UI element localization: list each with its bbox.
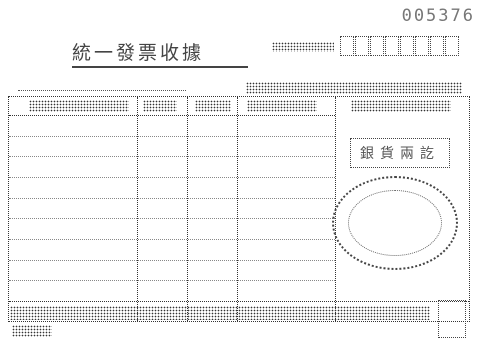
title-underline bbox=[72, 66, 248, 68]
column-divider bbox=[187, 97, 188, 321]
header-name bbox=[29, 100, 129, 112]
number-box bbox=[340, 36, 354, 56]
number-box bbox=[400, 36, 414, 56]
number-box bbox=[370, 36, 384, 56]
number-box bbox=[385, 36, 399, 56]
date-line bbox=[246, 82, 462, 94]
line-items-table bbox=[8, 96, 470, 322]
header-price bbox=[195, 100, 231, 112]
header-notes bbox=[351, 100, 451, 112]
company-seal-inner-ring bbox=[348, 190, 442, 256]
item-row-line bbox=[9, 218, 335, 220]
receiver-label bbox=[12, 325, 52, 337]
header-qty bbox=[143, 100, 177, 112]
receipt-number-boxes bbox=[340, 36, 459, 56]
item-row-line bbox=[9, 239, 335, 240]
header-amount bbox=[247, 100, 317, 112]
number-box bbox=[355, 36, 369, 56]
number-box bbox=[415, 36, 429, 56]
receipt-title: 統一發票收據 bbox=[72, 38, 205, 68]
item-row-line bbox=[9, 177, 335, 178]
number-label bbox=[272, 42, 334, 52]
footer-divider bbox=[9, 301, 469, 302]
item-row-line bbox=[9, 259, 335, 261]
column-divider bbox=[137, 97, 138, 321]
paid-stamp: 銀貨兩訖 bbox=[350, 138, 450, 168]
number-box bbox=[445, 36, 459, 56]
company-seal bbox=[332, 176, 458, 270]
item-row-line bbox=[9, 280, 335, 282]
serial-number: 005376 bbox=[401, 6, 475, 26]
total-line bbox=[10, 306, 430, 320]
column-divider bbox=[237, 97, 238, 321]
item-row-line bbox=[9, 156, 335, 158]
item-row-line bbox=[9, 135, 335, 137]
header-divider bbox=[9, 115, 335, 116]
item-row-line bbox=[9, 197, 335, 199]
buyer-line bbox=[18, 70, 186, 91]
small-seal bbox=[438, 300, 466, 338]
number-box bbox=[430, 36, 444, 56]
